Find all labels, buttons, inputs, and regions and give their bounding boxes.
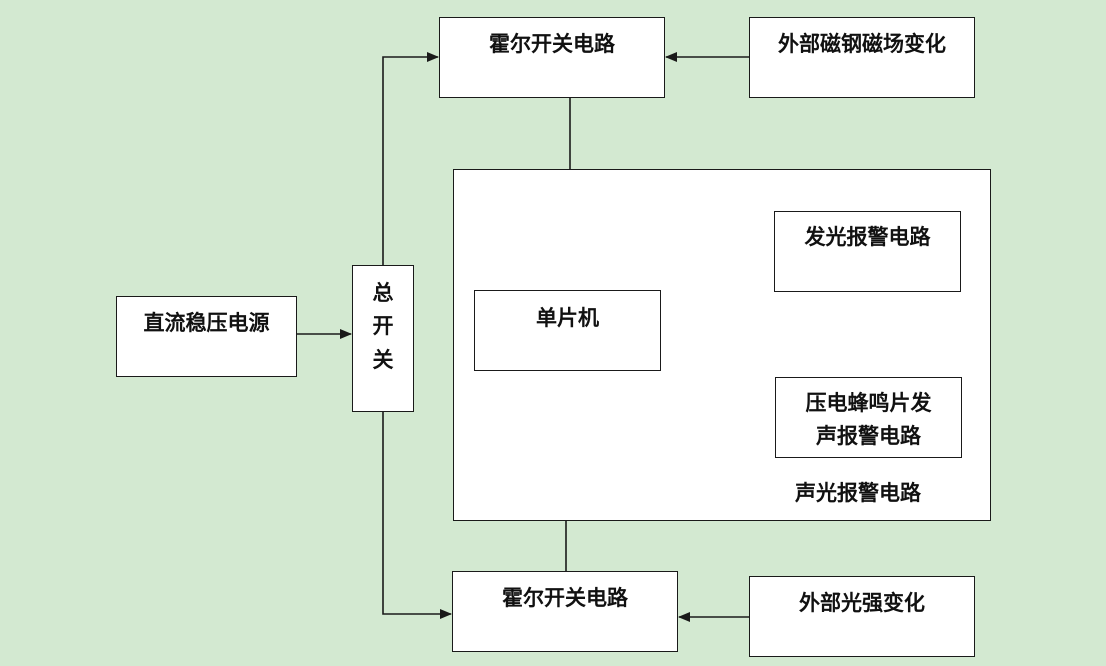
light-alarm-label: 发光报警电路 (804, 224, 931, 249)
arrow-switch-to-hall-top (382, 52, 439, 266)
group-label: 声光报警电路 (795, 480, 921, 505)
mcu-label: 单片机 (536, 305, 599, 330)
buzzer-alarm-line-2: 声报警电路 (816, 423, 921, 448)
dc-regulator-label: 直流稳压电源 (143, 310, 270, 335)
mcu-box: 单片机 (474, 290, 661, 371)
buzzer-alarm-line-1: 压电蜂鸣片发 (805, 390, 932, 415)
main-switch-char-2: 开 (372, 313, 394, 338)
external-light-change-label: 外部光强变化 (799, 590, 925, 615)
main-switch-char-1: 总 (372, 280, 394, 305)
external-magnet-field-box: 外部磁钢磁场变化 (749, 17, 975, 98)
hall-switch-top-box: 霍尔开关电路 (439, 17, 665, 98)
light-alarm-box: 发光报警电路 (774, 211, 961, 292)
arrow-switch-to-hall-bottom (382, 412, 452, 619)
buzzer-alarm-box: 压电蜂鸣片发 声报警电路 (775, 377, 962, 458)
hall-switch-top-label: 霍尔开关电路 (489, 31, 615, 56)
external-magnet-field-label: 外部磁钢磁场变化 (778, 31, 946, 56)
main-switch-char-3: 关 (372, 347, 394, 372)
hall-switch-bottom-box: 霍尔开关电路 (452, 571, 678, 652)
external-light-change-box: 外部光强变化 (749, 576, 975, 657)
main-switch-box: 总 开 关 (352, 265, 414, 412)
hall-switch-bottom-label: 霍尔开关电路 (502, 585, 628, 610)
dc-regulator-box: 直流稳压电源 (116, 296, 297, 377)
